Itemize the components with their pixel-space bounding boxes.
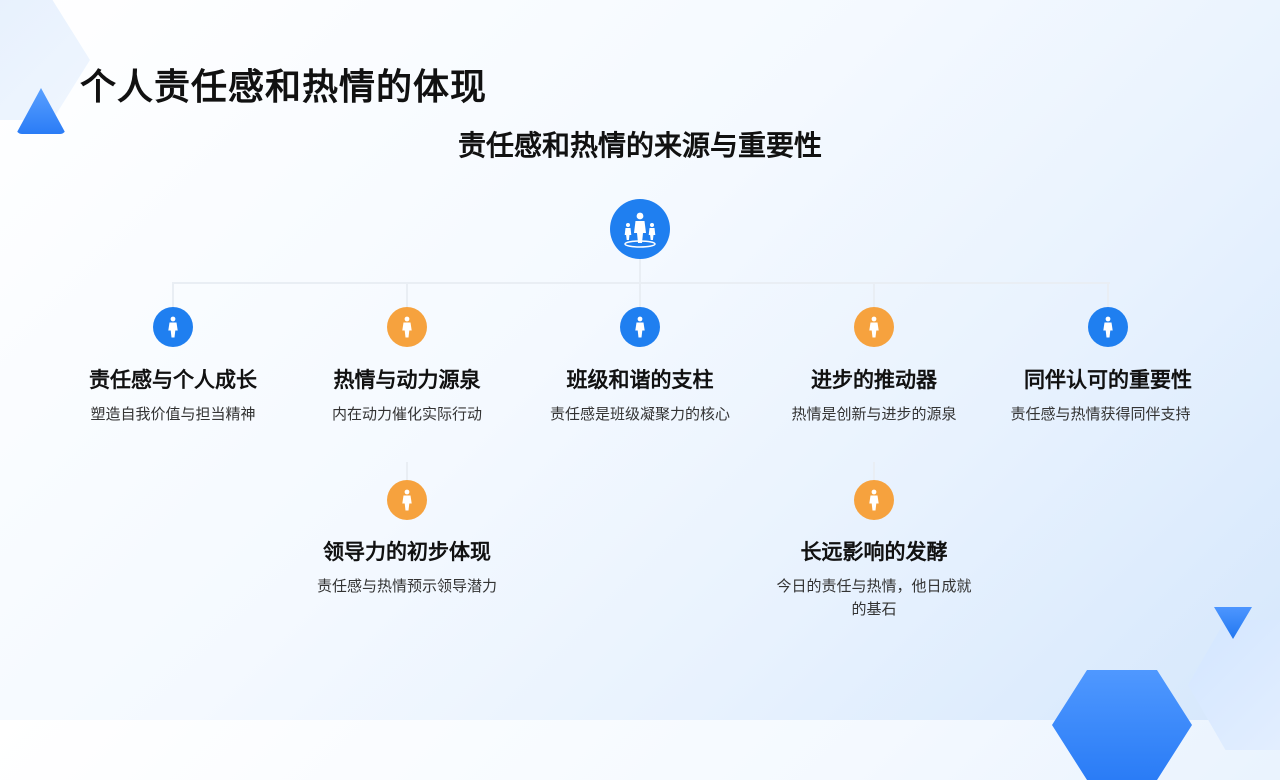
connector-child-2 [406,462,408,480]
branch-4-child-desc: 今日的责任与热情，他日成就的基石 [776,577,972,618]
connector-branch-5 [1107,282,1109,308]
connector-branch-1 [172,282,174,308]
person-icon [1103,316,1113,338]
page-title: 个人责任感和热情的体现 [80,67,488,108]
branch-2-icon [387,307,427,347]
branch-2-child-title: 领导力的初步体现 [323,540,491,564]
branch-2-title: 热情与动力源泉 [333,368,481,392]
person-icon [869,316,879,338]
branch-5-desc: 责任感与热情获得同伴支持 [1010,405,1191,423]
person-icon [402,316,412,338]
connector-child-4 [873,462,875,480]
connector-branch-3 [639,282,641,308]
branch-2-child-desc: 责任感与热情预示领导潜力 [316,577,497,595]
branch-4-child-icon [854,480,894,520]
branch-1-title: 责任感与个人成长 [89,368,257,392]
branch-5-icon [1088,307,1128,347]
connector-horizontal [172,282,1110,284]
team-people-icon [624,212,656,248]
branch-2-desc: 内在动力催化实际行动 [331,405,482,423]
branch-3-title: 班级和谐的支柱 [566,368,714,392]
branch-2-child-icon [387,480,427,520]
branch-4-icon [854,307,894,347]
root-node-icon [610,199,670,259]
connector-branch-2 [406,282,408,308]
person-icon [869,489,879,511]
branch-3-icon [620,307,660,347]
person-icon [168,316,178,338]
branch-4-title: 进步的推动器 [811,368,937,392]
decorative-hexagon-bottom-right [1052,670,1192,780]
person-icon [635,316,645,338]
diagram-title: 责任感和热情的来源与重要性 [457,129,822,162]
connector-branch-4 [873,282,875,308]
branch-1-icon [153,307,193,347]
branch-4-child-title: 长远影响的发酵 [800,540,948,564]
branch-4-desc: 热情是创新与进步的源泉 [791,405,957,423]
connector-root-stem [639,258,641,284]
branch-3-desc: 责任感是班级凝聚力的核心 [549,405,730,423]
branch-1-desc: 塑造自我价值与担当精神 [90,405,256,423]
branch-5-title: 同伴认可的重要性 [1024,368,1192,392]
person-icon [402,489,412,511]
decorative-hexagon-bottom-right-light [1188,620,1280,750]
